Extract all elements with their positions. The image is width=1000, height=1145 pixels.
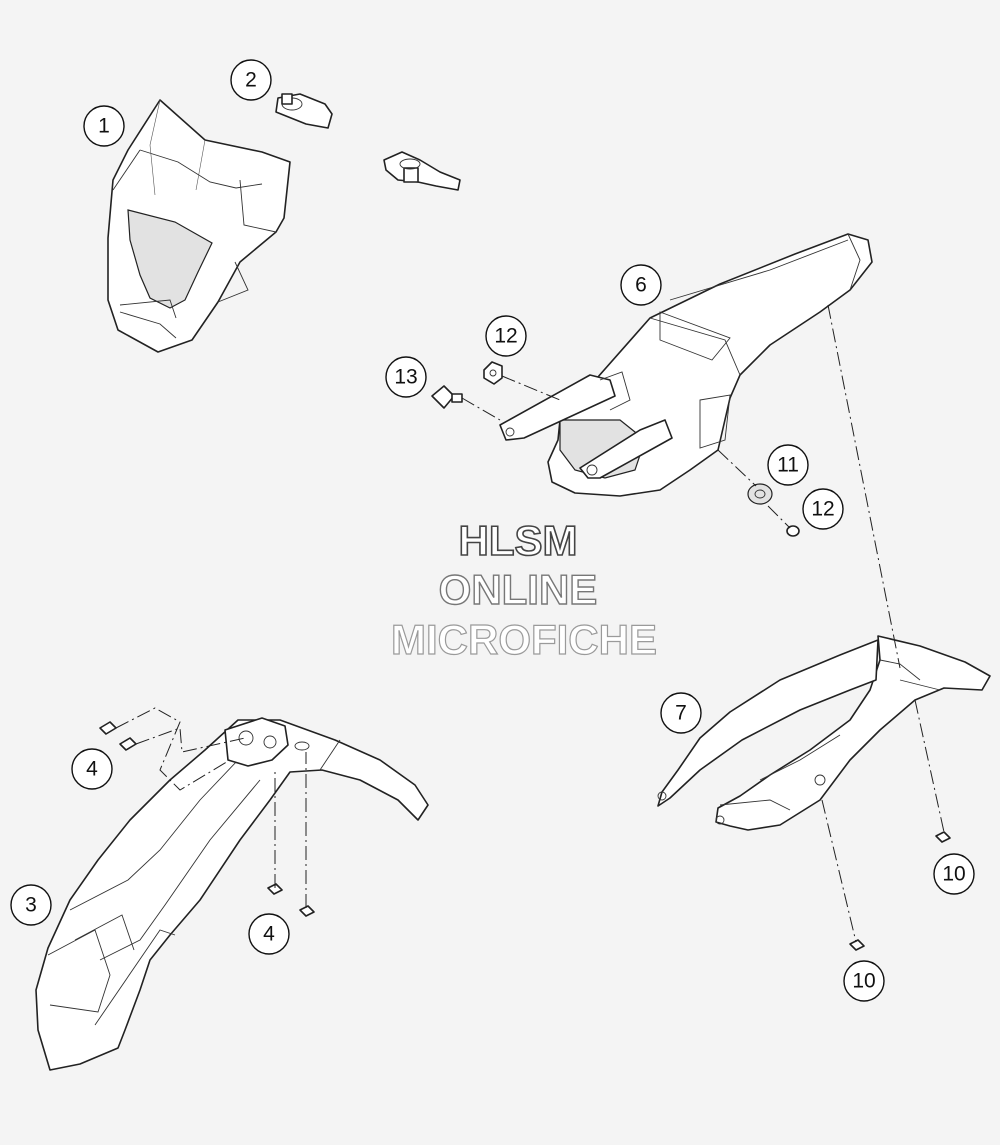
callout-6[interactable]: 6 [620,264,662,306]
svg-text:10: 10 [852,970,875,993]
svg-text:12: 12 [811,498,834,521]
watermark: HLSM ONLINE MICROFICHE [390,516,657,663]
rear-fender[interactable] [499,233,873,497]
nut-12-lower[interactable] [786,525,800,537]
svg-text:2: 2 [245,69,257,92]
svg-text:10: 10 [942,863,965,886]
svg-text:7: 7 [675,702,687,725]
callout-10-lower[interactable]: 10 [843,960,885,1002]
callout-4-lower[interactable]: 4 [248,913,290,955]
watermark-line-1: HLSM [459,517,578,564]
screws-4-lower[interactable] [267,883,315,917]
svg-text:6: 6 [635,274,647,297]
svg-text:3: 3 [25,894,37,917]
nut-12-upper[interactable] [483,361,503,385]
callout-1[interactable]: 1 [83,105,125,147]
callout-13[interactable]: 13 [385,356,427,398]
front-fender[interactable] [35,717,429,1071]
clamp-lower[interactable] [383,151,461,191]
svg-text:4: 4 [263,923,275,946]
callout-11[interactable]: 11 [767,444,809,486]
svg-text:13: 13 [394,366,417,389]
svg-text:11: 11 [777,454,799,477]
screw-10-lower[interactable] [849,939,865,951]
svg-text:4: 4 [86,758,98,781]
callout-12-lower[interactable]: 12 [802,488,844,530]
leader-lines [115,304,945,943]
callout-10-right[interactable]: 10 [933,853,975,895]
side-panel[interactable] [657,635,991,831]
callout-12-upper[interactable]: 12 [485,315,527,357]
callout-3[interactable]: 3 [10,884,52,926]
clamp-upper[interactable] [275,93,333,129]
watermark-line-2: ONLINE [439,566,598,613]
callout-7[interactable]: 7 [660,692,702,734]
callout-2[interactable]: 2 [230,59,272,101]
screws-4-upper[interactable] [99,721,137,751]
watermark-line-3: MICROFICHE [391,616,657,663]
callout-4-upper[interactable]: 4 [71,748,113,790]
svg-text:1: 1 [98,115,110,138]
screw-10-right[interactable] [935,831,951,843]
svg-text:12: 12 [494,325,517,348]
headlight-mask[interactable] [107,99,291,353]
bolt-13[interactable] [431,385,463,409]
grommet-11[interactable] [747,483,773,505]
